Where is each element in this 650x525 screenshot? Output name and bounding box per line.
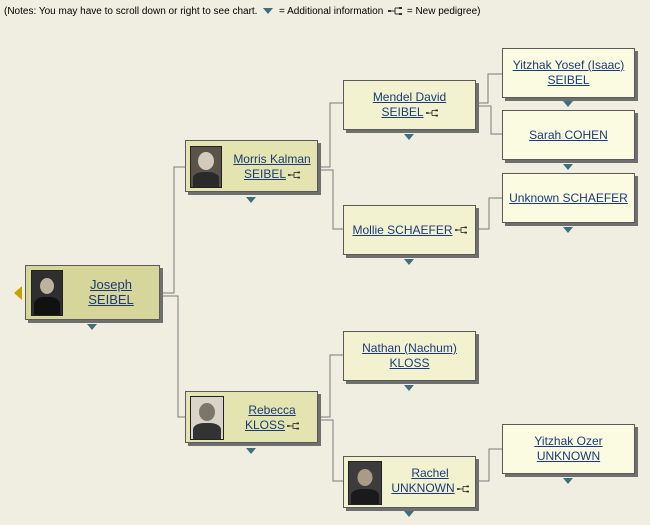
- additional-info-icon[interactable]: [563, 101, 573, 107]
- additional-info-icon[interactable]: [404, 134, 414, 140]
- pedigree-icon[interactable]: [288, 171, 301, 179]
- person-name-nathan[interactable]: Nathan (Nachum) KLOSS: [362, 341, 457, 371]
- additional-info-icon[interactable]: [246, 197, 256, 203]
- person-name-joseph[interactable]: Joseph SEIBEL: [76, 277, 146, 307]
- person-link-rebecca-last[interactable]: KLOSS: [244, 418, 286, 432]
- person-link-rachel-last[interactable]: UNKNOWN: [391, 481, 455, 495]
- additional-info-icon[interactable]: [563, 478, 573, 484]
- notes-bar: (Notes: You may have to scroll down or r…: [4, 6, 480, 17]
- person-box-yitzhak-yosef[interactable]: Yitzhak Yosef (Isaac) SEIBEL: [502, 48, 635, 98]
- person-link-rebecca-first[interactable]: Rebecca: [248, 403, 296, 417]
- person-link-nathan-last[interactable]: KLOSS: [389, 356, 430, 370]
- notes-additional-info: = Additional information: [279, 6, 384, 17]
- person-box-mendel[interactable]: Mendel David SEIBEL: [343, 80, 476, 130]
- person-name-morris[interactable]: Morris Kalman SEIBEL: [226, 152, 318, 182]
- additional-info-icon[interactable]: [563, 227, 573, 233]
- pedigree-icon[interactable]: [425, 109, 438, 117]
- additional-info-icon[interactable]: [563, 164, 573, 170]
- person-name-yitzhak-ozer[interactable]: Yitzhak Ozer UNKNOWN: [534, 434, 602, 464]
- notes-new-pedigree: = New pedigree): [406, 6, 481, 17]
- person-link-joseph-last[interactable]: SEIBEL: [88, 292, 134, 307]
- additional-info-icon[interactable]: [246, 448, 256, 454]
- person-link-morris-last[interactable]: SEIBEL: [243, 167, 287, 181]
- person-link-yitzhak-yosef-last[interactable]: SEIBEL: [547, 73, 590, 87]
- person-link-morris-first[interactable]: Morris Kalman: [233, 152, 311, 166]
- additional-info-icon[interactable]: [404, 385, 414, 391]
- person-link-mendel-last[interactable]: SEIBEL: [381, 105, 424, 119]
- person-link-mendel-first[interactable]: Mendel David: [372, 90, 447, 104]
- person-link-mollie[interactable]: Mollie SCHAEFER: [352, 222, 453, 237]
- person-box-sarah[interactable]: Sarah COHEN: [502, 110, 635, 160]
- person-link-unknown-schaefer[interactable]: Unknown SCHAEFER: [509, 190, 628, 205]
- pedigree-icon[interactable]: [456, 485, 469, 493]
- person-link-yitzhak-yosef-first[interactable]: Yitzhak Yosef (Isaac): [512, 58, 625, 72]
- person-name-rachel[interactable]: Rachel UNKNOWN: [384, 466, 476, 496]
- person-name-rebecca[interactable]: Rebecca KLOSS: [232, 403, 312, 433]
- person-name-yitzhak-yosef[interactable]: Yitzhak Yosef (Isaac) SEIBEL: [513, 58, 625, 88]
- person-name-mollie[interactable]: Mollie SCHAEFER: [352, 222, 467, 238]
- notes-prefix: (Notes: You may have to scroll down or r…: [4, 6, 258, 17]
- person-name-mendel[interactable]: Mendel David SEIBEL: [373, 90, 446, 120]
- person-box-unknown-schaefer[interactable]: Unknown SCHAEFER: [502, 173, 635, 223]
- person-box-yitzhak-ozer[interactable]: Yitzhak Ozer UNKNOWN: [502, 424, 635, 474]
- photo-rebecca: [190, 396, 224, 440]
- person-link-yitzhak-ozer-first[interactable]: Yitzhak Ozer: [534, 434, 603, 448]
- person-name-sarah[interactable]: Sarah COHEN: [529, 128, 608, 143]
- photo-rachel: [348, 461, 382, 505]
- pedigree-icon[interactable]: [287, 422, 300, 430]
- additional-info-icon[interactable]: [404, 259, 414, 265]
- pedigree-icon: [388, 7, 403, 16]
- back-arrow-icon[interactable]: [14, 286, 22, 300]
- person-box-nathan[interactable]: Nathan (Nachum) KLOSS: [343, 331, 476, 381]
- pedigree-icon[interactable]: [454, 226, 467, 234]
- additional-info-icon[interactable]: [87, 324, 97, 330]
- person-link-sarah[interactable]: Sarah COHEN: [529, 127, 608, 142]
- additional-info-icon[interactable]: [404, 511, 414, 517]
- additional-info-icon: [263, 8, 274, 15]
- person-name-unknown-schaefer[interactable]: Unknown SCHAEFER: [509, 191, 628, 206]
- person-link-nathan-first[interactable]: Nathan (Nachum): [362, 341, 457, 355]
- person-link-joseph-first[interactable]: Joseph: [90, 277, 132, 292]
- person-link-rachel-first[interactable]: Rachel: [411, 466, 449, 480]
- person-link-yitzhak-ozer-last[interactable]: UNKNOWN: [536, 449, 601, 463]
- photo-morris: [190, 146, 222, 188]
- person-box-mollie[interactable]: Mollie SCHAEFER: [343, 205, 476, 255]
- photo-joseph: [31, 270, 63, 316]
